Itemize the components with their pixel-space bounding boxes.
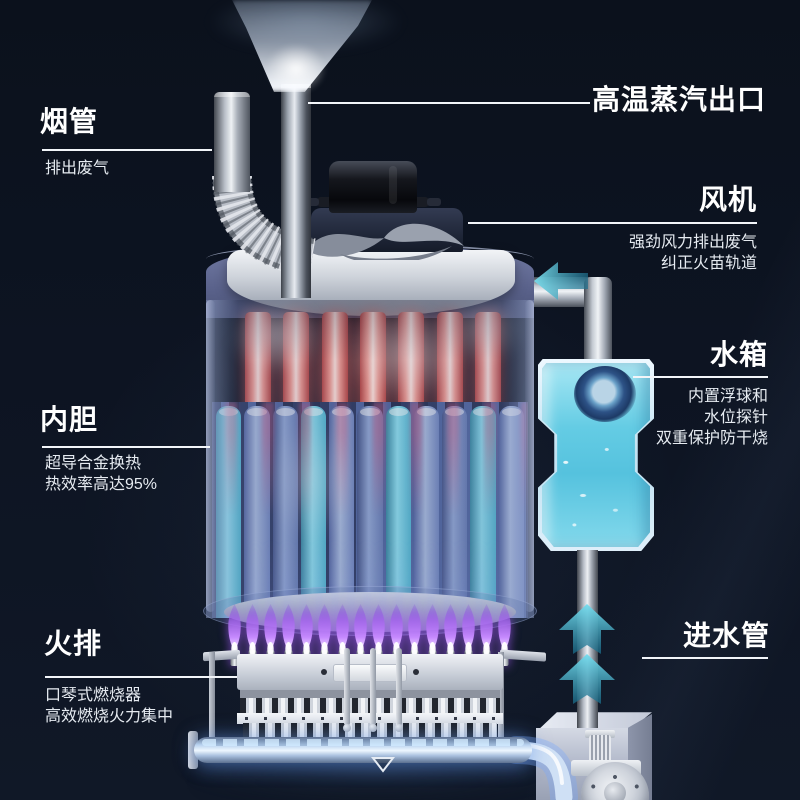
inlet-pipe-leader-line [642, 657, 768, 659]
water-tube [413, 406, 440, 618]
steam-wisp [228, 300, 324, 374]
water-tube [272, 406, 298, 618]
smoke-pipe-title: 烟管 [40, 106, 99, 137]
water-tank-leader-line [633, 376, 768, 378]
flow-arrow-left-icon [534, 262, 588, 300]
flame-haze [242, 538, 500, 620]
water-tube [357, 406, 383, 618]
water-jacket [212, 402, 528, 618]
water-tube [385, 406, 411, 618]
heat-tube [474, 312, 501, 418]
glass-edge-left [206, 300, 215, 612]
gas-manifold-endcap [188, 731, 198, 769]
fan-blades [306, 223, 464, 260]
inner-tank-leader-line [42, 446, 210, 448]
steam-outlet-pipe [281, 84, 311, 298]
inner-tank-title: 内胆 [40, 404, 99, 435]
steam-outlet-leader-line [308, 102, 590, 104]
gas-valve-stem [589, 735, 611, 767]
heat-tube [436, 312, 463, 418]
flow-arrow-up-icon [559, 654, 615, 704]
inlet-pipe-title: 进水管 [682, 620, 770, 651]
burner-post [209, 652, 215, 740]
steam-wisp [442, 300, 526, 364]
water-tank-desc-1: 内置浮球和 [687, 388, 768, 405]
water-tube [329, 406, 355, 618]
corrugated-exhaust-hose [212, 175, 316, 278]
inner-tank-cutaway [206, 300, 534, 618]
fire-row-desc-2: 高效燃烧火力集中 [45, 708, 174, 725]
fire-row-desc-1: 口琴式燃烧器 [45, 687, 142, 704]
water-tube [442, 406, 468, 618]
heat-tube [359, 312, 386, 418]
fire-row-title: 火排 [44, 628, 103, 659]
smoke-pipe-desc: 排出废气 [45, 160, 110, 177]
water-tube [470, 406, 496, 618]
floor-shadow [190, 764, 550, 800]
smoke-exhaust-pipe [214, 92, 250, 192]
steam-wisp [266, 420, 356, 540]
flow-arrow-up-icon [559, 604, 615, 654]
burner-post [498, 652, 504, 740]
fan-title: 风机 [698, 184, 757, 215]
water-tube [300, 406, 327, 618]
gas-valve-cap [585, 730, 615, 738]
water-jacket-tubes [216, 406, 524, 618]
float-ball [574, 366, 636, 422]
heat-tube-reflection [212, 402, 528, 522]
glass-edge-right [525, 300, 534, 612]
igniter-pin [343, 648, 351, 732]
smoke-pipe-leader-line [42, 149, 212, 151]
water-tank-title: 水箱 [709, 339, 768, 370]
heat-tube [321, 312, 348, 418]
igniter-pin [395, 648, 403, 732]
glass-tint [206, 300, 534, 618]
water-tank-desc-2: 水位探针 [703, 409, 768, 426]
fire-row-leader-line [45, 676, 237, 678]
fan-desc-1: 强劲风力排出废气 [628, 234, 757, 251]
water-tube [244, 406, 270, 618]
fan-motor [329, 161, 417, 213]
gas-manifold-pipe [194, 737, 532, 763]
steam-wisp [346, 304, 466, 400]
heat-tube [398, 312, 425, 418]
water-tank-desc-3: 双重保护防干烧 [655, 430, 768, 447]
igniter-pin [369, 648, 377, 732]
steam-plume-core [266, 44, 326, 94]
water-tube [216, 406, 242, 618]
gas-valve-hub [604, 782, 626, 800]
inner-tank-desc-2: 热效率高达95% [45, 476, 158, 493]
fan-leader-line [468, 222, 757, 224]
fan-desc-2: 纠正火苗轨道 [660, 255, 757, 272]
water-tube [498, 406, 524, 618]
inner-tank-desc-1: 超导合金换热 [45, 455, 142, 472]
down-pointer-icon [370, 757, 396, 773]
steam-outlet-title: 高温蒸汽出口 [592, 84, 767, 115]
